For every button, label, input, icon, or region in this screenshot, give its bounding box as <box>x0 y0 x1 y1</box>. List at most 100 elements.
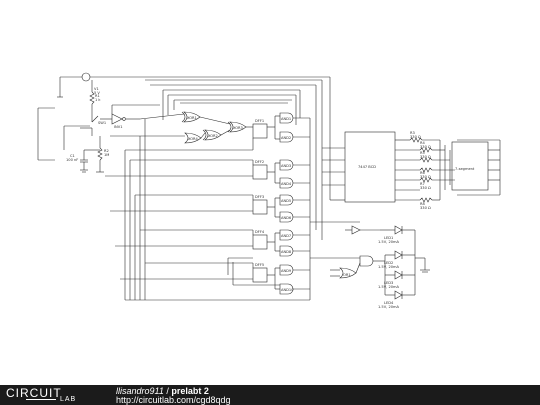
led-2-ref: LED2 <box>384 261 393 265</box>
resistor-r7-ref: R7 <box>420 182 425 186</box>
footer-bar: CIRCUIT LAB llisandro911 / prelabt 2 htt… <box>0 385 540 405</box>
led-1-symbol <box>394 225 403 235</box>
dff-4-symbol <box>252 234 268 250</box>
switch-ref: SW1 <box>98 121 106 125</box>
dff-4-label: DFF4 <box>255 230 265 234</box>
and-gate-3-label: AND3 <box>281 164 291 168</box>
voltage-source-symbol <box>81 72 91 82</box>
circuitlab-logo-mark <box>26 399 56 400</box>
title-separator: / <box>166 386 169 396</box>
and-gate-7-symbol <box>279 229 294 241</box>
display-block-symbol <box>451 141 489 191</box>
dff-2-symbol <box>252 164 268 180</box>
resistor-r3-symbol <box>409 137 423 143</box>
resistor-r4-ref: R4 <box>420 141 425 145</box>
led-3-value: 1.5V, 20mA <box>378 285 400 289</box>
resistor-r3-value: 330 Ω <box>410 135 421 139</box>
and-gate-8-symbol <box>279 245 294 257</box>
led-4-symbol <box>394 290 403 300</box>
switch-sw1-symbol <box>91 115 99 123</box>
resistor-r3-ref: R3 <box>410 131 415 135</box>
circuit-url-link[interactable]: http://circuitlab.com/cgd8qdg <box>116 395 231 405</box>
resistor-r1-symbol <box>89 91 95 105</box>
inverter-symbol <box>111 113 123 125</box>
and-gate-2-label: AND2 <box>281 136 291 140</box>
led-4-value: 1.5V, 20mA <box>378 305 400 309</box>
and-gate-10-symbol <box>279 283 294 295</box>
dff-2-label: DFF2 <box>255 160 264 164</box>
and-gate-5-label: AND5 <box>281 199 291 203</box>
resistor-r7-symbol <box>419 177 433 183</box>
dff-5-symbol <box>252 267 268 283</box>
xor-gate-1-label: XOR1 <box>187 116 197 120</box>
resistor-r6-ref: R6 <box>420 171 425 175</box>
and-gate-2-symbol <box>279 131 294 143</box>
and-gate-10-label: AND10 <box>281 288 294 292</box>
xor-gate-2-symbol <box>204 129 222 141</box>
resistor-r8-symbol <box>419 197 433 203</box>
resistor-r2-value: 1M <box>104 153 109 157</box>
resistor-r5-symbol <box>419 157 433 163</box>
resistor-r2-symbol <box>97 147 103 161</box>
led-1-value: 1.5V, 20mA <box>378 240 400 244</box>
and-gate-6-symbol <box>279 211 294 223</box>
resistor-r8-ref: R8 <box>420 202 425 206</box>
led-3-symbol <box>394 270 403 280</box>
resistor-r4-value: 330 Ω <box>420 145 431 149</box>
author-link[interactable]: llisandro911 <box>116 386 164 396</box>
footer-title-line: llisandro911 / prelabt 2 <box>116 386 209 396</box>
resistor-r5-value: 330 Ω <box>420 155 431 159</box>
and-gate-5-symbol <box>279 194 294 206</box>
dff-1-label: DFF1 <box>255 119 264 123</box>
capacitor-ref: C1 <box>70 154 75 158</box>
led-2-symbol <box>394 250 403 260</box>
led-2-value: 1.5V, 20mA <box>378 265 400 269</box>
buffer-gate-symbol <box>351 225 361 235</box>
resistor-r4-symbol <box>419 147 433 153</box>
led-1-ref: LED1 <box>384 236 393 240</box>
circuit-title: prelabt 2 <box>171 386 209 396</box>
schematic-canvas: V1 5 V R1 1 k R2 1M C1 100 nF SW1 INV1 X… <box>37 72 501 309</box>
resistor-r6-value: 330 Ω <box>420 175 431 179</box>
resistor-r8-value: 330 Ω <box>420 206 431 210</box>
inverter-ref: INV1 <box>114 125 123 129</box>
resistor-r7-value: 330 Ω <box>420 186 431 190</box>
decoder-chip-symbol <box>344 131 396 203</box>
and-gate-1-label: AND1 <box>281 117 291 121</box>
and-gate-led-symbol <box>359 255 374 267</box>
display-label: 7-segment <box>455 167 475 171</box>
and-gate-9-symbol <box>279 264 294 276</box>
decoder-label: 7447 BCD <box>358 165 376 169</box>
or-gate-symbol <box>339 267 357 279</box>
resistor-r1-value: 1 k <box>95 98 101 102</box>
circuitlab-logo-subtext: LAB <box>60 396 77 403</box>
and-gate-3-symbol <box>279 159 294 171</box>
resistor-r1-ref: R1 <box>95 94 100 98</box>
resistor-r2-ref: R2 <box>104 149 109 153</box>
resistor-r6-symbol <box>419 167 433 173</box>
circuitlab-logo-text: CIRCUIT <box>6 386 62 400</box>
xor-gate-4-label: XOR4 <box>188 137 199 141</box>
resistor-r5-ref: R5 <box>420 151 425 155</box>
dff-3-label: DFF3 <box>255 195 264 199</box>
dff-1-symbol <box>252 123 268 139</box>
source-ref-label: V1 <box>94 87 99 91</box>
and-gate-8-label: AND8 <box>281 250 292 254</box>
and-gate-9-label: AND9 <box>281 269 292 273</box>
dff-3-symbol <box>252 199 268 215</box>
and-gate-1-symbol <box>279 112 294 124</box>
dff-5-label: DFF5 <box>255 263 264 267</box>
xor-gate-4-symbol <box>184 132 202 144</box>
and-gate-4-label: AND4 <box>281 182 292 186</box>
or-gate-label: OR1 <box>343 273 351 277</box>
led-3-ref: LED3 <box>384 281 393 285</box>
source-value-label: 5 V <box>94 91 100 95</box>
and-gate-4-symbol <box>279 177 294 189</box>
capacitor-value: 100 nF <box>66 158 78 162</box>
led-4-ref: LED4 <box>384 301 394 305</box>
xor-gate-1-symbol <box>183 111 201 123</box>
xor-gate-3-symbol <box>229 121 247 133</box>
and-gate-6-label: AND6 <box>281 216 292 220</box>
and-gate-7-label: AND7 <box>281 234 291 238</box>
